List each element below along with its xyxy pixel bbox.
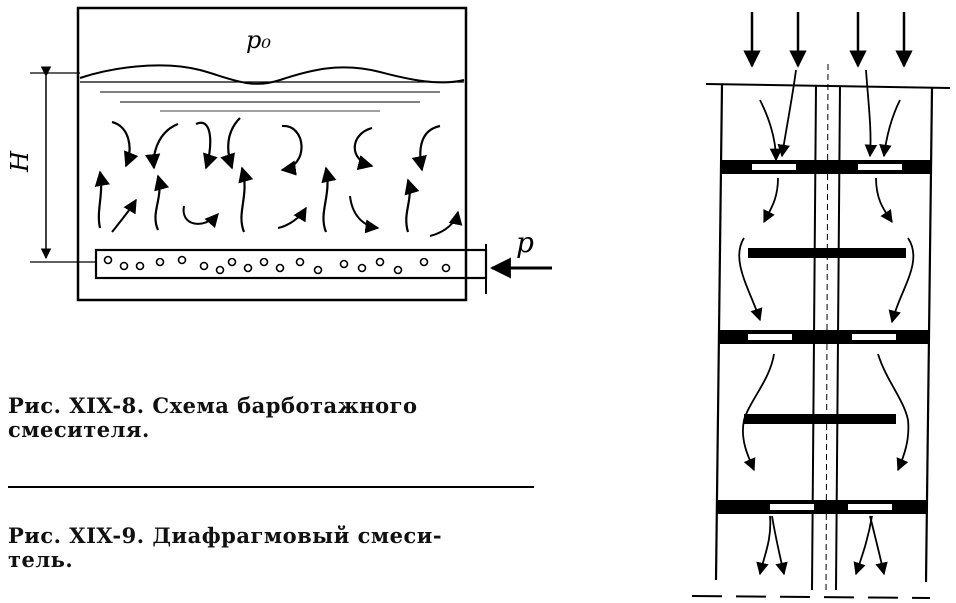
figure-9-caption-line1: Рис. XIX-9. Диафрагмовый смеси- (8, 523, 443, 548)
label-H: H (6, 150, 34, 173)
figure-9-caption: Рис. XIX-9. Диафрагмовый смеси- тель. (8, 524, 538, 572)
upward-flow-arrows (94, 166, 420, 233)
bubbling-mixer-diagram (30, 6, 552, 302)
figure-9-caption-line2: тель. (8, 547, 74, 572)
column-wall-left (714, 83, 724, 581)
caption-separator (8, 486, 534, 488)
label-p0: p₀ (246, 26, 271, 54)
diaphragm-2 (720, 330, 928, 344)
stirrer-blade-1 (748, 248, 906, 258)
figure-8-caption: Рис. XIX-8. Схема барботажного смесителя… (8, 394, 538, 442)
flow-arrows (738, 69, 915, 576)
liquid-surface (79, 64, 465, 85)
downward-flow-arrows (111, 117, 441, 176)
figure-8-caption-line1: Рис. XIX-8. Схема барботажного (8, 393, 418, 418)
column-bottom-dash (691, 595, 931, 599)
figure-8-caption-line2: смесителя. (8, 417, 150, 442)
diaphragms (716, 160, 932, 514)
diaphragm-1 (722, 160, 932, 174)
bubbles (103, 255, 451, 275)
lower-curl-arrows (111, 195, 463, 237)
diaphragm-3 (716, 500, 926, 514)
diaphragm-mixer-diagram (691, 12, 951, 599)
mixer-vessel (76, 6, 468, 302)
stirrer-blade-2 (744, 414, 896, 424)
label-p: p (516, 226, 534, 259)
feed-arrows (743, 12, 913, 68)
